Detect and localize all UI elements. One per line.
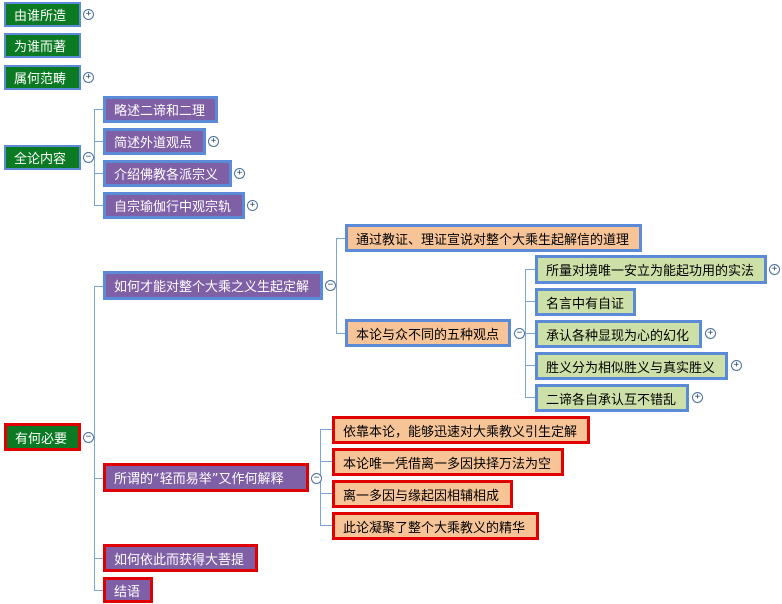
expand-toggle-icon[interactable]: + <box>692 392 703 403</box>
node-label: 由谁所造 <box>14 9 67 24</box>
connector-line <box>525 269 535 270</box>
node-wei-shui-er-zhu[interactable]: 为谁而著 <box>4 33 81 58</box>
node-label: 名言中有自证 <box>546 296 625 312</box>
node-label: 介绍佛教各派宗义 <box>114 168 219 183</box>
node-label: 全论内容 <box>14 152 67 167</box>
expand-toggle-icon[interactable]: + <box>731 360 742 371</box>
expand-toggle-icon[interactable]: + <box>247 200 258 211</box>
expand-toggle-icon[interactable]: + <box>83 9 94 20</box>
collapse-toggle-icon[interactable]: − <box>83 432 94 443</box>
node-huo-de-da-pu-ti[interactable]: 如何依此而获得大菩提 <box>103 544 258 572</box>
connector-line <box>94 141 103 142</box>
node-li-yi-duo-yin[interactable]: 离一多因与缘起因相辅相成 <box>332 480 513 508</box>
connector-line <box>320 525 332 526</box>
connector-line <box>336 333 345 334</box>
node-label: 本论与众不同的五种观点 <box>356 327 500 343</box>
connector-line <box>320 461 332 462</box>
node-label: 如何才能对整个大乘之义生起定解 <box>114 280 310 295</box>
node-label: 通过教证、理证宣说对整个大乘生起解信的道理 <box>356 232 630 248</box>
collapse-toggle-icon[interactable]: − <box>311 473 322 484</box>
expand-toggle-icon[interactable]: + <box>83 72 94 83</box>
node-label: 自宗瑜伽行中观宗轨 <box>114 200 232 215</box>
node-label: 有何必要 <box>15 431 68 447</box>
node-wu-zhong-guan-dian[interactable]: 本论与众不同的五种观点 <box>345 319 511 347</box>
node-label: 所量对境唯一安立为能起功用的实法 <box>546 264 755 279</box>
node-shu-he-fan-chou[interactable]: 属何范畴 <box>4 65 81 90</box>
connector-line <box>94 173 103 174</box>
connector-line <box>320 429 332 430</box>
connector-line <box>94 286 103 287</box>
expand-toggle-icon[interactable]: + <box>234 168 245 179</box>
node-wei-yi-ping-jie[interactable]: 本论唯一凭借离一多因抉择万法为空 <box>332 448 564 476</box>
node-tong-guo-jiao-zheng[interactable]: 通过教证、理证宣说对整个大乘生起解信的道理 <box>345 224 642 252</box>
node-label: 略述二谛和二理 <box>114 104 206 119</box>
node-ming-yan-zi-zheng[interactable]: 名言中有自证 <box>535 288 636 316</box>
collapse-toggle-icon[interactable]: − <box>325 280 336 291</box>
node-label: 胜义分为相似胜义与真实胜义 <box>546 360 716 376</box>
connector-line <box>320 493 332 494</box>
node-you-shui-suo-zao[interactable]: 由谁所造 <box>4 2 81 27</box>
node-xin-de-huan-hua[interactable]: 承认各种显现为心的幻化 <box>535 320 702 348</box>
node-you-he-bi-yao[interactable]: 有何必要 <box>4 423 81 451</box>
node-ning-ju-jing-hua[interactable]: 此论凝聚了整个大乘教义的精华 <box>332 512 539 540</box>
connector-line <box>525 365 535 366</box>
node-label: 二谛各自承认互不错乱 <box>546 392 677 408</box>
node-jian-shu-wai-dao[interactable]: 简述外道观点 <box>103 128 206 155</box>
node-er-di-ge-zi[interactable]: 二谛各自承认互不错乱 <box>535 384 689 412</box>
node-label: 如何依此而获得大菩提 <box>114 552 245 568</box>
connector-line <box>94 590 103 591</box>
node-label: 属何范畴 <box>14 72 67 87</box>
node-label: 依靠本论，能够迅速对大乘教义引生定解 <box>343 424 578 440</box>
expand-toggle-icon[interactable]: + <box>208 136 219 147</box>
node-label: 为谁而著 <box>14 40 67 55</box>
node-quan-lun-nei-rong[interactable]: 全论内容 <box>4 145 81 170</box>
connector-line <box>94 205 103 206</box>
expand-toggle-icon[interactable]: + <box>705 328 716 339</box>
node-yi-kao-ben-lun[interactable]: 依靠本论，能够迅速对大乘教义引生定解 <box>332 416 590 444</box>
node-label: 承认各种显现为心的幻化 <box>546 328 690 344</box>
connector-line <box>525 333 535 334</box>
connector-line <box>94 478 103 479</box>
connector-line <box>94 109 103 110</box>
node-jie-shao-fo-jiao[interactable]: 介绍佛教各派宗义 <box>103 160 232 187</box>
node-qing-er-yi-ju[interactable]: 所谓的“轻而易举”又作何解释 <box>103 463 309 492</box>
connector-line <box>94 286 95 591</box>
collapse-toggle-icon[interactable]: − <box>514 328 525 339</box>
connector-line <box>94 109 95 205</box>
connector-line <box>336 238 337 334</box>
node-label: 离一多因与缘起因相辅相成 <box>343 488 500 504</box>
node-sheng-yi-fen-wei[interactable]: 胜义分为相似胜义与真实胜义 <box>535 352 728 380</box>
node-label: 本论唯一凭借离一多因抉择万法为空 <box>343 456 552 472</box>
node-label: 所谓的“轻而易举”又作何解释 <box>114 472 284 487</box>
connector-line <box>525 301 535 302</box>
collapse-toggle-icon[interactable]: − <box>83 152 94 163</box>
node-label: 结语 <box>114 584 141 600</box>
connector-line <box>94 558 103 559</box>
connector-line <box>525 397 535 398</box>
node-suo-liang-dui-jing[interactable]: 所量对境唯一安立为能起功用的实法 <box>535 255 767 284</box>
node-jie-yu[interactable]: 结语 <box>103 577 153 603</box>
connector-line <box>336 238 345 239</box>
node-zi-zong-yu-qie[interactable]: 自宗瑜伽行中观宗轨 <box>103 192 245 219</box>
expand-toggle-icon[interactable]: + <box>769 264 780 275</box>
node-label: 简述外道观点 <box>114 136 193 151</box>
node-label: 此论凝聚了整个大乘教义的精华 <box>343 520 526 536</box>
node-ru-he-cai-neng[interactable]: 如何才能对整个大乘之义生起定解 <box>103 271 323 300</box>
node-lue-shu-er-di[interactable]: 略述二谛和二理 <box>103 96 218 123</box>
